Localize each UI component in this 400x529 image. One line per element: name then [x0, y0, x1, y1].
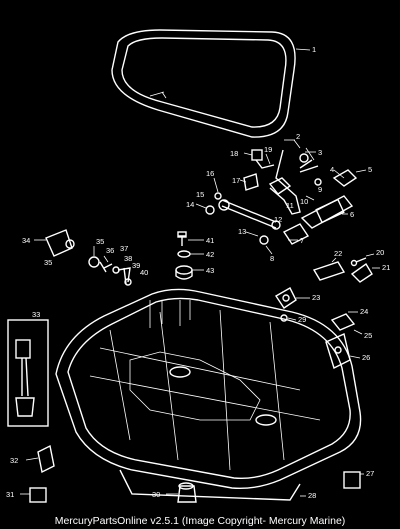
callout-32: 32 [10, 456, 18, 465]
seal-ring-part [111, 29, 296, 138]
callout-5: 5 [368, 165, 372, 174]
callout-33: 33 [32, 310, 40, 319]
callout-29: 29 [298, 315, 306, 324]
callout-3: 3 [318, 148, 322, 157]
bracket-part [45, 229, 75, 257]
callout-30: 30 [152, 490, 160, 499]
callout-23: 23 [312, 293, 320, 302]
callout-14: 14 [186, 200, 194, 209]
image-caption: MercuryPartsOnline v2.5.1 (Image Copyrig… [54, 515, 346, 527]
callout-40: 40 [140, 268, 148, 277]
exploded-parts-diagram: 1 2 3 4 5 6 7 8 9 10 11 12 13 14 15 16 1… [6, 29, 390, 503]
fastener-group [88, 256, 132, 286]
callout-labels: 1 2 3 4 5 6 7 8 9 10 11 12 13 14 15 16 1… [6, 45, 390, 500]
callout-27: 27 [366, 469, 374, 478]
callout-22: 22 [334, 249, 342, 258]
callout-34: 34 [22, 236, 30, 245]
callout-7: 7 [300, 236, 304, 245]
callout-2: 2 [296, 132, 300, 141]
callout-13: 13 [238, 227, 246, 236]
callout-12: 12 [274, 215, 282, 224]
callout-6: 6 [350, 210, 354, 219]
callout-25: 25 [364, 331, 372, 340]
callout-16: 16 [206, 169, 214, 178]
callout-38: 38 [124, 254, 132, 263]
callout-11: 11 [286, 201, 294, 210]
callout-26: 26 [362, 353, 370, 362]
bottom-cowl-part [55, 288, 362, 501]
callout-39: 39 [132, 261, 140, 270]
callout-35: 35 [44, 258, 52, 267]
callout-17: 17 [232, 176, 240, 185]
callout-28: 28 [308, 491, 316, 500]
callout-20: 20 [376, 248, 384, 257]
callout-8: 8 [270, 254, 274, 263]
callout-36: 36 [106, 246, 114, 255]
callout-21: 21 [382, 263, 390, 272]
callout-15: 15 [196, 190, 204, 199]
callout-10: 10 [300, 197, 308, 206]
bottom-small-parts [29, 444, 197, 503]
callout-43: 43 [206, 266, 214, 275]
callout-4: 4 [330, 165, 334, 174]
callout-35b: 35 [96, 237, 104, 246]
callout-18: 18 [230, 149, 238, 158]
bolt-washer-group [175, 231, 193, 280]
linkage-cluster [205, 139, 358, 245]
callout-9: 9 [318, 185, 322, 194]
callout-19: 19 [264, 145, 272, 154]
right-side-parts [275, 257, 373, 489]
callout-42: 42 [206, 250, 214, 259]
callout-1: 1 [312, 45, 316, 54]
callout-37: 37 [120, 244, 128, 253]
callout-31: 31 [6, 490, 14, 499]
harness-part [7, 319, 49, 427]
callout-24: 24 [360, 307, 368, 316]
callout-41: 41 [206, 236, 214, 245]
